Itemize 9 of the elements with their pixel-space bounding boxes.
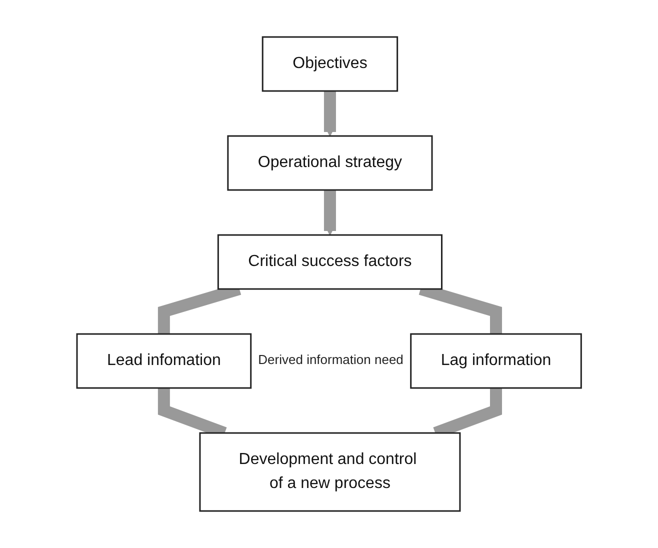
node-box: Lead infomation xyxy=(76,333,252,389)
arrow xyxy=(324,91,336,136)
node-box: Lag information xyxy=(410,333,582,389)
node-box: Objectives xyxy=(262,36,398,92)
node-box: Operational strategy xyxy=(227,135,433,191)
node-box: Critical success factors xyxy=(217,234,442,290)
center-label: Derived information need xyxy=(258,352,404,367)
arrow xyxy=(324,190,336,236)
node-box: Development and control of a new process xyxy=(199,432,461,512)
